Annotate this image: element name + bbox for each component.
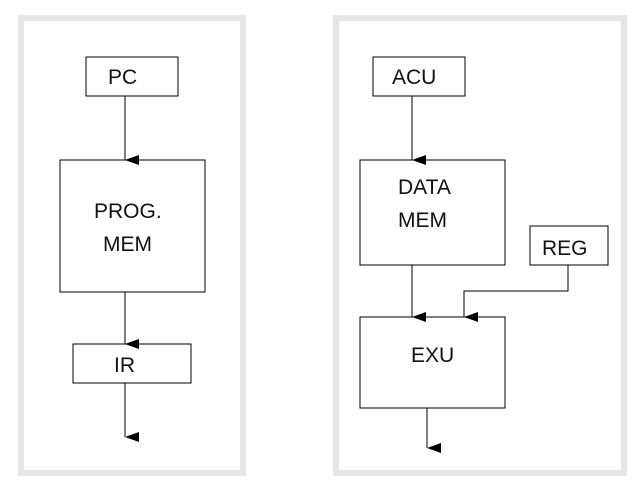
acu-block xyxy=(372,56,466,97)
right-panel xyxy=(333,15,627,476)
arrow-reg-to-exu xyxy=(463,265,569,322)
exu-block xyxy=(359,316,506,409)
prog-mem-label-2: MEM xyxy=(103,233,152,256)
acu-label: ACU xyxy=(392,66,436,89)
left-panel xyxy=(18,15,246,476)
ir-label: IR xyxy=(114,354,135,377)
data-mem-block xyxy=(359,159,506,266)
pc-label: PC xyxy=(108,66,137,89)
reg-block xyxy=(529,225,609,266)
prog-mem-block xyxy=(59,159,206,293)
pc-block xyxy=(85,56,179,97)
data-mem-label-2: MEM xyxy=(398,209,447,232)
data-mem-label-1: DATA xyxy=(398,176,451,199)
exu-label: EXU xyxy=(411,344,454,367)
prog-mem-label-1: PROG. xyxy=(94,200,162,223)
reg-label: REG xyxy=(542,237,588,260)
